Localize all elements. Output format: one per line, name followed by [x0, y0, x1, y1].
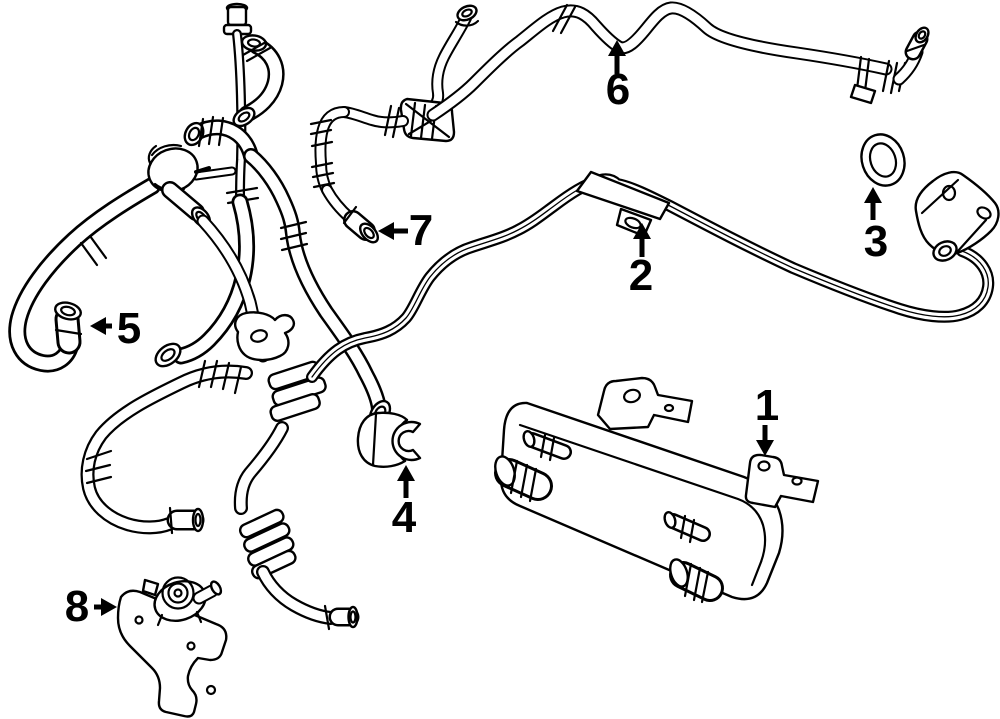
hose5-end-cap — [54, 301, 82, 321]
callout-7[interactable]: 7 — [378, 206, 433, 255]
pipe-open-end — [154, 342, 182, 368]
callout-2[interactable]: 2 — [629, 223, 653, 300]
callout-6[interactable]: 6 — [606, 40, 630, 114]
callout-arrow-head — [378, 222, 394, 240]
callout-layer: 1 2 3 4 5 6 7 8 — [65, 40, 888, 631]
valve-bracket-part8 — [116, 576, 228, 718]
connector-pin — [194, 166, 211, 174]
callout-number-2[interactable]: 2 — [629, 251, 653, 300]
hose-connector-part7 — [309, 4, 480, 244]
seal-o-ring-part3 — [860, 133, 906, 187]
callout-arrow-head — [397, 465, 415, 481]
callout-3[interactable]: 3 — [864, 187, 888, 266]
right-mount-bracket — [914, 170, 1000, 262]
callout-8[interactable]: 8 — [65, 582, 117, 631]
callout-5[interactable]: 5 — [90, 304, 141, 353]
callout-number-7[interactable]: 7 — [409, 206, 433, 255]
thermostat-connector — [147, 143, 237, 228]
callout-arrow-head — [101, 598, 117, 616]
callout-number-5[interactable]: 5 — [117, 304, 141, 353]
callout-arrow-head — [864, 187, 882, 203]
callout-number-3[interactable]: 3 — [864, 217, 888, 266]
callout-arrow-head — [90, 317, 106, 335]
callout-number-1[interactable]: 1 — [755, 381, 779, 430]
callout-number-6[interactable]: 6 — [606, 65, 630, 114]
lower-hose-part5 — [8, 177, 161, 373]
callout-arrow-head — [633, 223, 651, 239]
callout-number-8[interactable]: 8 — [65, 582, 89, 631]
callout-arrow-head — [608, 40, 626, 56]
cooler-bracket-right — [744, 453, 820, 509]
oil-cooler-part1 — [494, 376, 820, 604]
junction-bracket — [234, 311, 327, 422]
callout-1[interactable]: 1 — [755, 381, 779, 456]
lower-center-hose — [233, 421, 360, 631]
callout-number-4[interactable]: 4 — [392, 493, 417, 542]
cooler-tube-assembly-part2 — [306, 170, 995, 383]
tube-strap-bracket — [575, 170, 671, 221]
looped-hose-with-fitting — [80, 359, 253, 535]
callout-arrow-head — [756, 440, 774, 456]
retaining-clip-part4 — [356, 411, 422, 468]
clamp-tang — [849, 83, 877, 105]
callout-4[interactable]: 4 — [392, 465, 417, 542]
upper-hose-part6 — [426, 1, 930, 122]
cooler-bracket-left — [596, 376, 694, 431]
